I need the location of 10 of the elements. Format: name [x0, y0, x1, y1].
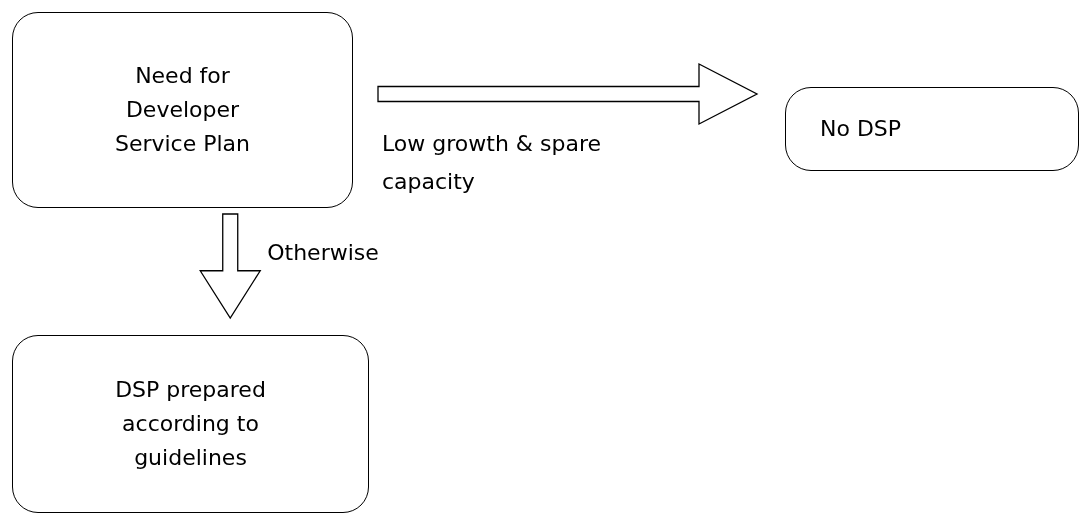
node-text: Need for Developer Service Plan — [113, 62, 252, 158]
node-text: DSP prepared according to guidelines — [114, 376, 267, 472]
block-arrow — [199, 213, 262, 320]
rounded-box — [12, 335, 369, 513]
node-text: No DSP — [820, 115, 902, 143]
rounded-box — [785, 87, 1079, 171]
rounded-box — [12, 12, 353, 208]
block-arrow — [377, 62, 759, 126]
edge-label: Low growth & spare capacity — [382, 130, 602, 196]
edge-label: Otherwise — [267, 239, 380, 267]
